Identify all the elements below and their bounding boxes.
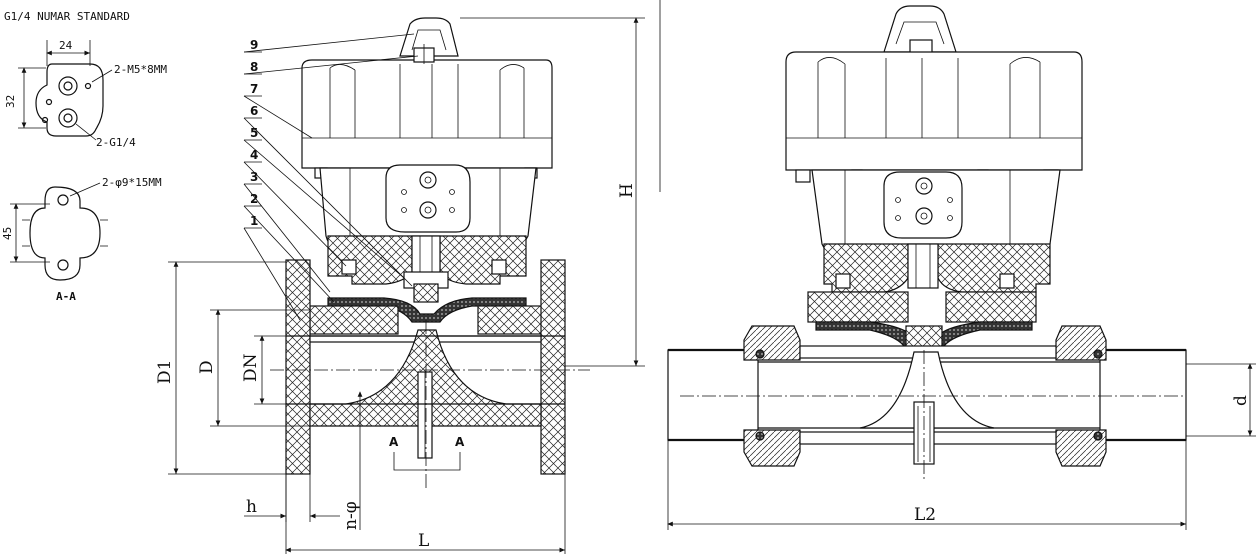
union-weir — [859, 351, 995, 429]
union-actuator-housing — [785, 51, 1083, 171]
part-number-2: 2 — [250, 192, 258, 206]
dim-DN: DN — [241, 353, 261, 382]
dim-D: D — [197, 360, 217, 374]
dim-45: 45 — [1, 227, 14, 240]
left-flange — [285, 259, 311, 475]
dim-H: H — [617, 183, 637, 198]
port-detail: G1/4 NUMAR STANDARD 24 32 2-M5*8MM 2-G1/… — [1, 10, 167, 303]
body-flange-top — [309, 305, 399, 335]
label-slot: 2-φ9*15MM — [102, 176, 162, 189]
union-pipe-left — [667, 349, 759, 441]
section-mark-left: A — [389, 435, 399, 449]
part-number-9: 9 — [250, 38, 258, 52]
actuator-housing — [301, 59, 553, 169]
port-plate — [385, 164, 471, 233]
union-nut-right — [1055, 325, 1107, 361]
dim-d: d — [1231, 395, 1251, 406]
mounting-plate — [35, 63, 104, 137]
right-flange — [540, 259, 566, 475]
actuator-cap — [399, 17, 459, 57]
part-number-4: 4 — [250, 148, 258, 162]
port-hole-1 — [58, 76, 78, 96]
label-m5: 2-M5*8MM — [114, 63, 167, 76]
union-valve: d L2 — [667, 5, 1256, 530]
dim-32: 32 — [4, 95, 17, 108]
dim-L: L — [418, 531, 429, 551]
union-nut-left — [743, 325, 801, 361]
union-actuator-cap — [883, 5, 957, 53]
flanged-valve: 9 8 7 6 5 4 3 2 1 H D1 D DN — [155, 17, 645, 554]
dim-D1: D1 — [155, 360, 175, 384]
dim-24: 24 — [59, 39, 73, 52]
part-number-6: 6 — [250, 104, 258, 118]
dim-h: h — [246, 497, 257, 517]
section-mark-right: A — [455, 435, 465, 449]
dim-n-phi: n-φ — [341, 501, 361, 530]
slot-flange — [29, 186, 101, 281]
part-number-8: 8 — [250, 60, 258, 74]
dim-L2: L2 — [914, 505, 936, 525]
port-hole-2 — [58, 108, 78, 128]
label-g14: 2-G1/4 — [96, 136, 136, 149]
part-leaders: 9 8 7 6 5 4 3 2 1 — [243, 33, 419, 321]
part-number-3: 3 — [250, 170, 258, 184]
detail-title: G1/4 NUMAR STANDARD — [4, 10, 130, 23]
part-number-7: 7 — [250, 82, 258, 96]
part-number-1: 1 — [250, 214, 258, 228]
union-pipe-right — [1099, 349, 1187, 441]
section-label-aa: A-A — [56, 290, 76, 303]
part-number-5: 5 — [250, 126, 258, 140]
